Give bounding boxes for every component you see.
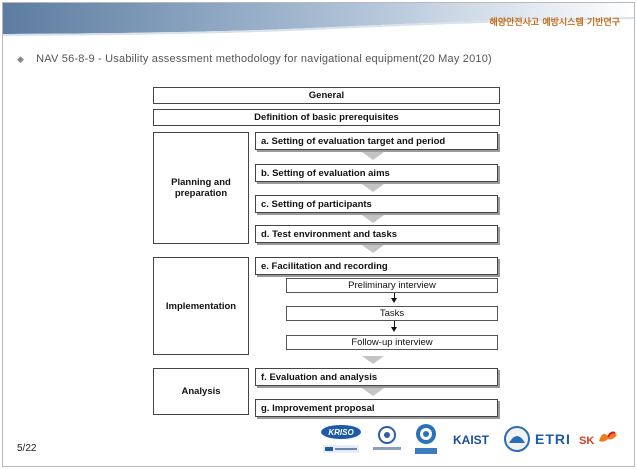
step-g-box: g. Improvement proposal [255,399,498,417]
sk-logo: SK [579,435,595,447]
down-arrow-icon [362,245,384,253]
general-box: General [153,87,500,104]
small-down-arrow-icon [391,327,397,332]
connector-line [394,321,395,328]
planning-label-box: Planning and preparation [153,132,249,244]
page-number: 5/22 [17,443,37,454]
down-arrow-icon [362,184,384,192]
preliminary-interview-box: Preliminary interview [286,278,498,293]
tasks-box: Tasks [286,306,498,321]
down-arrow-icon [362,356,384,364]
partner-logos: KRISO KAIST ETRI SK [313,421,628,461]
kriso-logo-text: KRISO [328,428,354,437]
down-arrow-icon [362,152,384,160]
step-d-box: d. Test environment and tasks [255,225,498,243]
diamond-bullet-icon: ◆ [17,54,25,64]
planning-label: Planning and preparation [171,177,231,199]
step-f-box: f. Evaluation and analysis [255,368,498,386]
step-e-box: e. Facilitation and recording [255,257,498,275]
agency-logo-icon [415,424,437,454]
step-a-box: a. Setting of evaluation target and peri… [255,132,498,150]
small-down-arrow-icon [391,298,397,303]
down-arrow-icon [362,215,384,223]
analysis-label-box: Analysis [153,368,249,415]
connector-line [394,293,395,299]
implementation-label-box: Implementation [153,257,249,355]
header-org-text: 해양안전사고 예방시스템 기반연구 [489,18,620,28]
ministry-logo-icon [373,426,401,450]
emblem-logo-icon [504,426,530,452]
down-arrow-icon [362,388,384,396]
header-band [3,3,634,36]
sk-butterfly-icon [599,431,617,442]
step-b-box: b. Setting of evaluation aims [255,164,498,182]
follow-up-interview-box: Follow-up interview [286,335,498,350]
kriso-logo-icon: KRISO [321,425,361,453]
kaist-logo: KAIST [453,433,489,447]
slide-subtitle: ◆ NAV 56-8-9 - Usability assessment metho… [17,53,617,65]
prerequisites-box: Definition of basic prerequisites [153,109,500,126]
subtitle-text: NAV 56-8-9 - Usability assessment method… [36,53,492,65]
etri-logo: ETRI [535,431,571,447]
step-c-box: c. Setting of participants [255,195,498,213]
